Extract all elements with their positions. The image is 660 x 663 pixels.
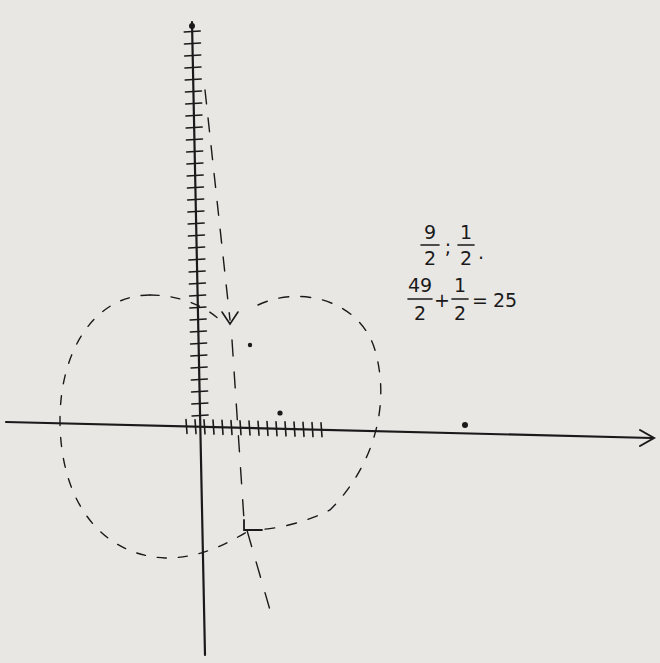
handwritten-note: 2 [414, 304, 426, 323]
handwritten-note: 1 [460, 223, 472, 242]
y-tick [185, 79, 201, 80]
y-tick [186, 127, 202, 128]
y-tick [186, 103, 202, 104]
handwritten-note: . [478, 243, 484, 262]
x-tick [231, 421, 232, 435]
x-tick [303, 422, 304, 436]
x-tick [186, 419, 187, 433]
x-tick [294, 422, 295, 436]
y-tick [185, 67, 201, 68]
fraction-bar [421, 244, 439, 246]
y-tick [190, 331, 206, 332]
y-axis [192, 22, 205, 655]
point [248, 343, 252, 347]
y-tick [190, 295, 206, 296]
point [277, 410, 282, 415]
x-tick [195, 420, 196, 434]
y-tick [186, 139, 202, 140]
handwritten-note: 1 [454, 276, 466, 295]
y-tick [189, 259, 205, 260]
y-tick [191, 343, 207, 344]
x-tick [312, 423, 313, 437]
handwritten-note: 2 [454, 304, 466, 323]
dashed-circle-right [250, 296, 381, 530]
axis-end [189, 23, 195, 29]
x-tick [222, 420, 223, 434]
x-tick [204, 420, 205, 434]
handwritten-note: 25 [493, 291, 517, 310]
handwritten-note: = [472, 291, 488, 310]
handwritten-note: 9 [424, 223, 436, 242]
y-tick [185, 91, 201, 92]
fraction-bar [458, 244, 474, 246]
handwritten-note: 49 [408, 276, 432, 295]
dashed-circle-left [60, 295, 250, 558]
x-tick [213, 420, 214, 434]
handwritten-note: + [434, 291, 450, 310]
dashed-circle-left-top [150, 295, 222, 322]
corner-mark [244, 520, 262, 530]
y-tick [192, 391, 208, 392]
handwritten-note: 2 [460, 249, 472, 268]
x-ticks [186, 419, 322, 436]
x-tick [267, 421, 268, 435]
y-tick [191, 355, 207, 356]
x-tick [240, 421, 241, 435]
y-tick [191, 367, 207, 368]
smudge [462, 422, 468, 428]
y-tick [189, 247, 205, 248]
fraction-bar [408, 298, 432, 300]
y-tick [187, 175, 203, 176]
handwritten-note: ; [445, 238, 451, 257]
y-tick [187, 187, 203, 188]
y-tick [185, 55, 201, 56]
x-tick [276, 422, 277, 436]
y-tick [184, 31, 200, 32]
fraction-bar [452, 298, 468, 300]
y-tick [188, 211, 204, 212]
x-tick [258, 421, 259, 435]
dashed-guide [205, 90, 230, 320]
y-tick [190, 307, 206, 308]
y-tick [184, 43, 200, 44]
y-tick [186, 115, 202, 116]
handwritten-note: 2 [424, 249, 436, 268]
y-tick [189, 271, 205, 272]
y-tick [187, 151, 203, 152]
y-tick [192, 415, 208, 416]
y-tick [189, 283, 205, 284]
dashed-vertical [232, 340, 270, 610]
x-tick [285, 422, 286, 436]
y-tick [188, 199, 204, 200]
x-axis [6, 422, 652, 438]
y-tick [187, 163, 203, 164]
y-ticks [184, 31, 208, 416]
x-tick [321, 423, 322, 437]
y-tick [188, 223, 204, 224]
guide-arrowhead [222, 312, 238, 324]
y-tick [191, 379, 207, 380]
y-tick [188, 235, 204, 236]
x-tick [249, 421, 250, 435]
x-axis-arrowhead [640, 430, 654, 446]
y-tick [190, 319, 206, 320]
y-tick [192, 403, 208, 404]
